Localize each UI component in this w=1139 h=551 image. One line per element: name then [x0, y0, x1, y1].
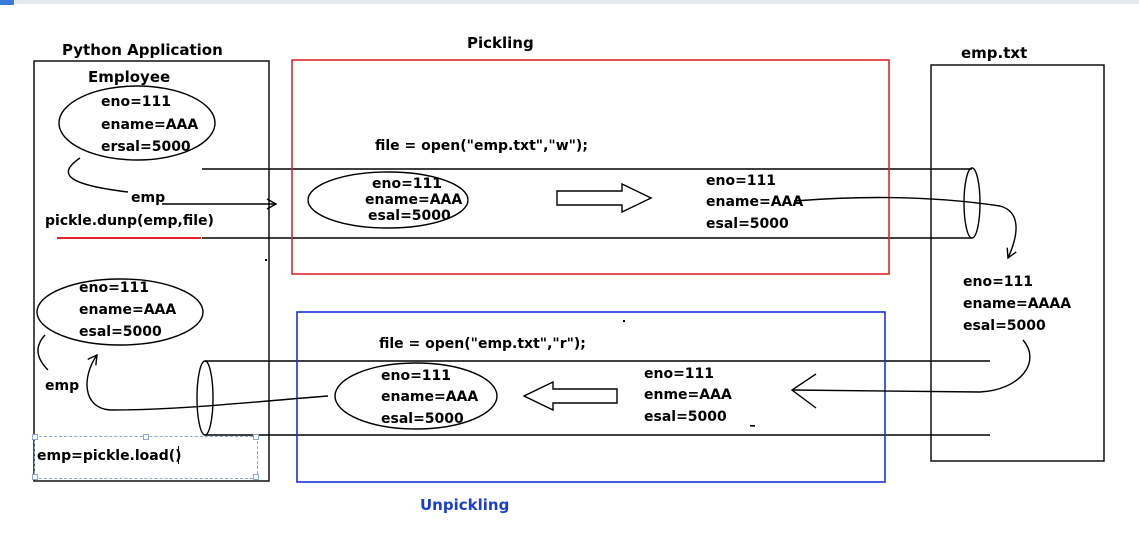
text-cursor [178, 446, 179, 464]
unpickling-pipe [196, 360, 990, 436]
window-top-bar [0, 0, 1139, 4]
resize-handle[interactable] [253, 434, 259, 440]
unpickling-stream-enme: enme=AAA [644, 387, 732, 403]
pickling-stream-ename: ename=AAA [706, 194, 804, 210]
file-content-ename: ename=AAAA [963, 296, 1072, 312]
stream-to-file-curve [793, 196, 1017, 260]
employee-ename: ename=AAA [101, 117, 199, 133]
unpickling-stream-esal: esal=5000 [644, 409, 727, 425]
pickling-stream-esal: esal=5000 [706, 216, 789, 232]
file-content-esal: esal=5000 [963, 318, 1046, 334]
emp-txt-title: emp.txt [961, 44, 1028, 62]
python-application-box [33, 60, 270, 482]
resize-handle[interactable] [32, 474, 38, 480]
unpickling-title: Unpickling [420, 496, 510, 514]
load-call-textbox[interactable] [32, 434, 259, 480]
loaded-object-ellipse [36, 278, 204, 346]
employee-eno: eno=111 [101, 94, 172, 110]
unpickling-object-ename: ename=AAA [381, 389, 479, 405]
unpickling-object-eno: eno=111 [381, 368, 452, 384]
employee-ersal: ersal=5000 [101, 139, 191, 155]
emp-label: emp [131, 190, 166, 206]
employee-label: Employee [88, 68, 171, 86]
stray-dot [750, 425, 755, 427]
pipe-to-object-curve [86, 353, 329, 411]
employee-to-emp-curve [67, 157, 129, 193]
resize-handle[interactable] [32, 434, 38, 440]
file-content-eno: eno=111 [963, 274, 1034, 290]
loaded-emp-label: emp [45, 378, 80, 394]
load-call[interactable]: emp=pickle.load() [37, 448, 182, 464]
stray-dot [623, 320, 625, 322]
stray-dot [265, 259, 267, 261]
deserialize-block-arrow [522, 380, 618, 412]
pickling-object-esal: esal=5000 [368, 208, 451, 224]
unpickling-section-box [296, 311, 886, 483]
resize-handle[interactable] [143, 434, 149, 440]
loaded-object-eno: eno=111 [79, 280, 150, 296]
loaded-object-to-emp-curve [37, 334, 49, 371]
emp-txt-file-box [930, 64, 1105, 462]
loaded-object-ename: ename=AAA [79, 302, 177, 318]
pickling-section-box [291, 59, 890, 275]
loaded-object-esal: esal=5000 [79, 324, 162, 340]
pickling-stream-eno: eno=111 [706, 173, 777, 189]
pickling-pipe [202, 167, 981, 239]
serialize-block-arrow [556, 182, 653, 214]
python-application-label: Python Application [62, 41, 223, 59]
unpickling-object-esal: esal=5000 [381, 411, 464, 427]
pickling-title: Pickling [467, 34, 534, 52]
pickling-object-ename: ename=AAA [365, 192, 463, 208]
unpickling-object-ellipse [334, 362, 498, 430]
file-to-stream-curve [791, 339, 1031, 393]
pickling-object-ellipse [307, 171, 469, 229]
pickling-open-call: file = open("emp.txt","w"); [375, 138, 588, 154]
unpickling-open-call: file = open("emp.txt","r"); [379, 336, 586, 352]
resize-handle[interactable] [253, 474, 259, 480]
unpickling-stream-eno: eno=111 [644, 366, 715, 382]
employee-object-ellipse [58, 85, 216, 161]
pickling-object-eno: eno=111 [372, 176, 443, 192]
dump-call: pickle.dunp(emp,file) [45, 213, 214, 229]
window-tab-marker [0, 0, 14, 5]
file-to-stream-arrowhead [790, 373, 817, 409]
